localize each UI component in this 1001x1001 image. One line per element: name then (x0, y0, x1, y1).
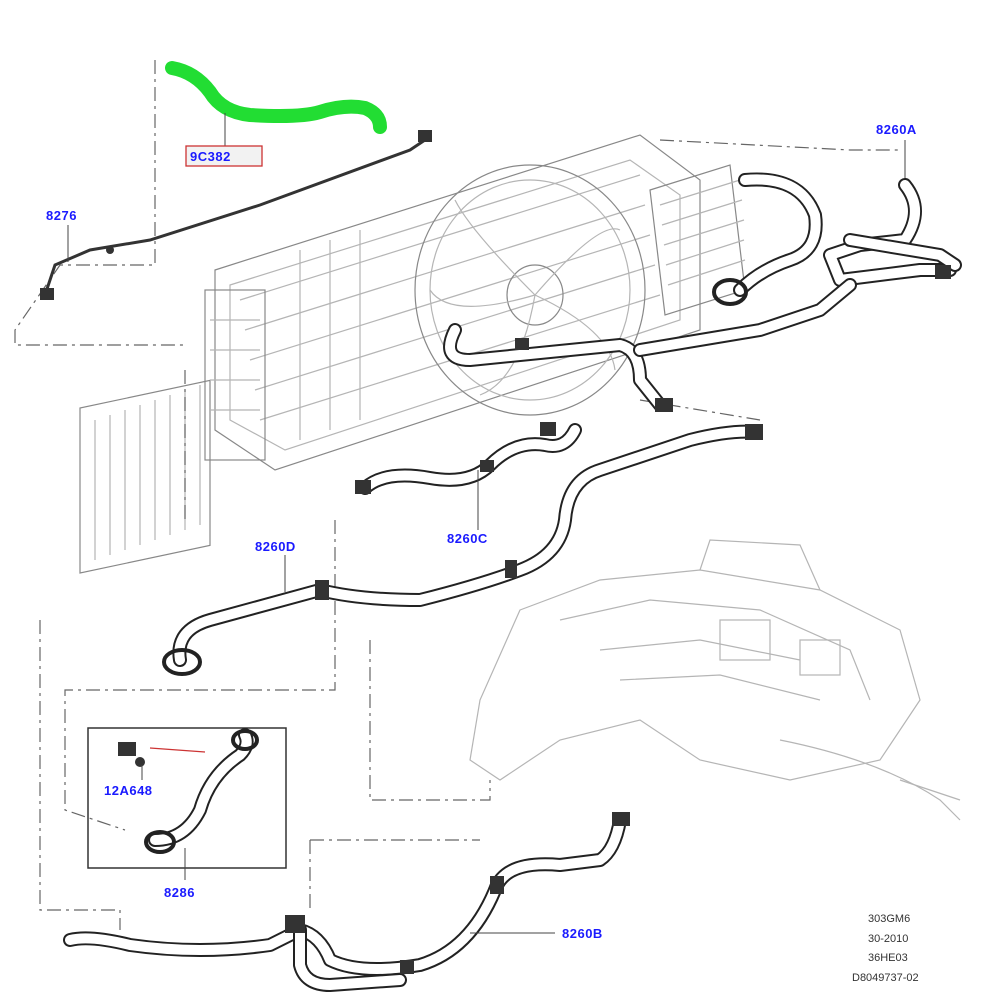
part-8286-hose[interactable] (144, 728, 259, 854)
callout-8260c[interactable]: 8260C (447, 531, 488, 546)
ref-code-4: D8049737-02 (852, 972, 919, 984)
leader-lines (67, 113, 906, 934)
part-8276-line[interactable] (40, 130, 432, 300)
highlighted-hose-9c382[interactable] (165, 61, 387, 134)
part-8260b-hose[interactable] (63, 812, 630, 992)
callout-12a648[interactable]: 12A648 (104, 783, 153, 798)
callout-9c382[interactable]: 9C382 (190, 149, 231, 164)
detail-box (87, 727, 287, 869)
callout-8260d[interactable]: 8260D (255, 539, 296, 554)
selected-callout-box (185, 145, 263, 167)
callout-8260b[interactable]: 8260B (562, 926, 603, 941)
ref-code-1: 303GM6 (868, 913, 910, 925)
callout-8286[interactable]: 8286 (164, 885, 195, 900)
part-12a648-clip[interactable] (118, 742, 145, 767)
assembly-boundaries (14, 60, 900, 930)
part-8260d-hose[interactable] (162, 424, 763, 676)
part-8260c-hose[interactable] (355, 422, 582, 495)
reference-code-block: 303GM6 30-2010 36HE03 D8049737-02 (852, 913, 919, 984)
engine-block (469, 539, 961, 821)
detail-indicator-line (149, 747, 206, 753)
part-8260a-hoses[interactable] (443, 172, 962, 412)
ref-code-2: 30-2010 (868, 933, 908, 945)
ref-code-3: 36HE03 (868, 952, 908, 964)
callout-8260a[interactable]: 8260A (876, 122, 917, 137)
callout-8276[interactable]: 8276 (46, 208, 77, 223)
